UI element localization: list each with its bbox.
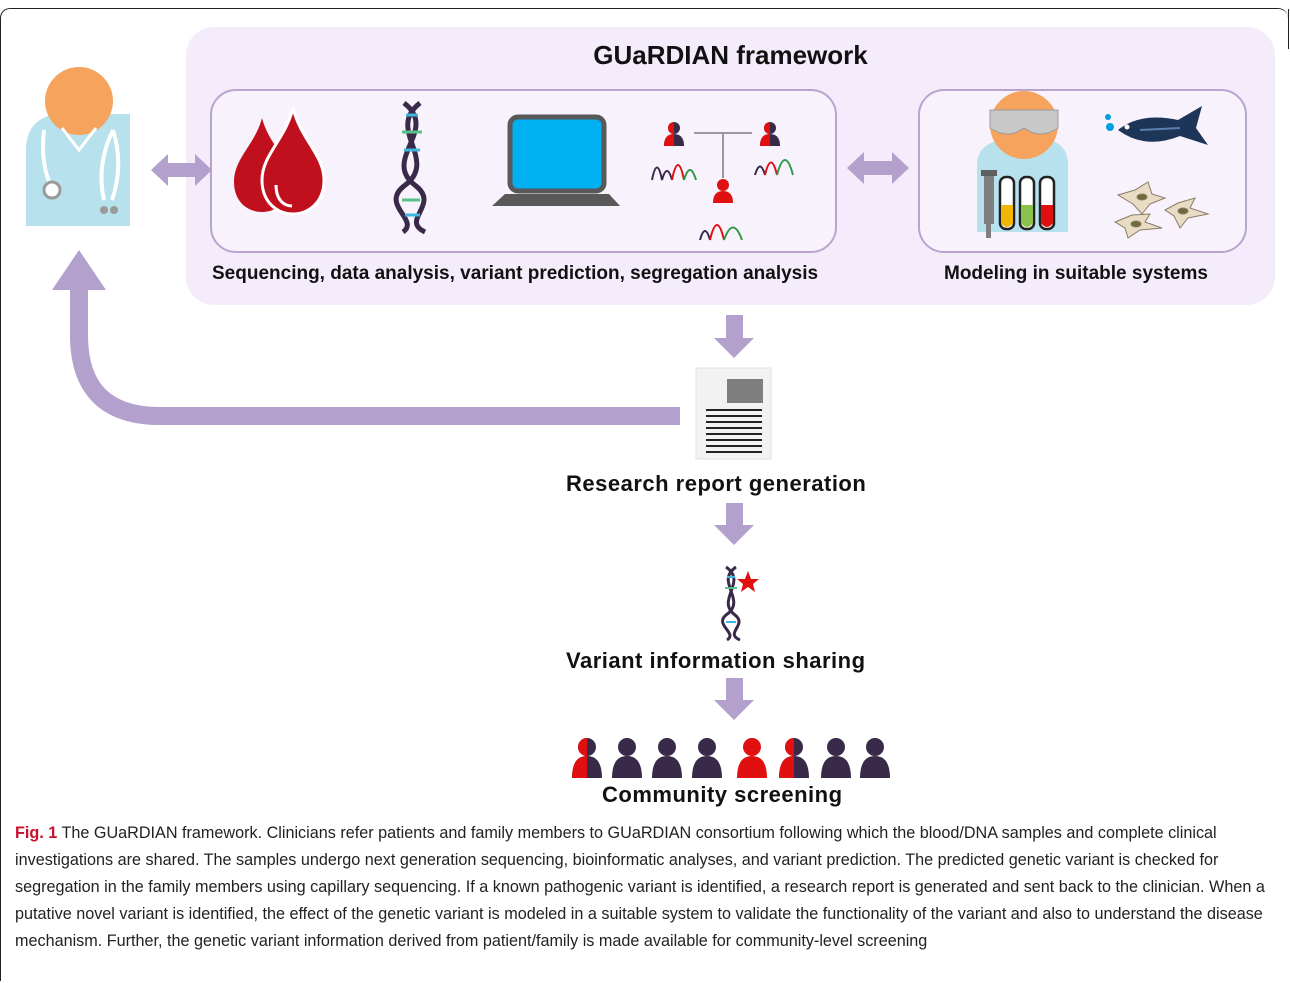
return-arrowhead — [52, 250, 106, 290]
report-icon — [695, 367, 772, 460]
double-arrow-left — [151, 154, 212, 186]
figure-number: Fig. 1 — [15, 824, 58, 842]
framework-title: GUaRDIAN framework — [593, 40, 868, 70]
return-arrow — [70, 286, 680, 425]
down-arrow-2 — [714, 503, 754, 545]
fish-icon — [1105, 106, 1208, 145]
laptop-icon — [492, 114, 620, 206]
down-arrow-1 — [714, 315, 754, 358]
clinician-icon — [26, 67, 130, 226]
report-label: Research report generation — [566, 471, 867, 496]
pedigree-icon — [651, 122, 794, 241]
figure-frame — [0, 8, 1289, 981]
people-icon — [572, 738, 890, 778]
sequencing-label: Sequencing, data analysis, variant predi… — [212, 263, 819, 284]
variant-label: Variant information sharing — [566, 648, 866, 673]
down-arrow-3 — [714, 678, 754, 720]
community-label: Community screening — [602, 782, 843, 807]
variant-dna-icon — [721, 565, 759, 642]
scientist-icon — [977, 91, 1068, 238]
dna-icon — [393, 101, 427, 235]
modeling-label: Modeling in suitable systems — [944, 263, 1208, 284]
blood-drop-icon — [234, 107, 326, 216]
caption-text: The GUaRDIAN framework. Clinicians refer… — [15, 824, 1265, 950]
cells-icon — [1113, 181, 1210, 239]
double-arrow-right — [847, 152, 909, 184]
figure-caption: Fig. 1 The GUaRDIAN framework. Clinician… — [15, 820, 1277, 955]
